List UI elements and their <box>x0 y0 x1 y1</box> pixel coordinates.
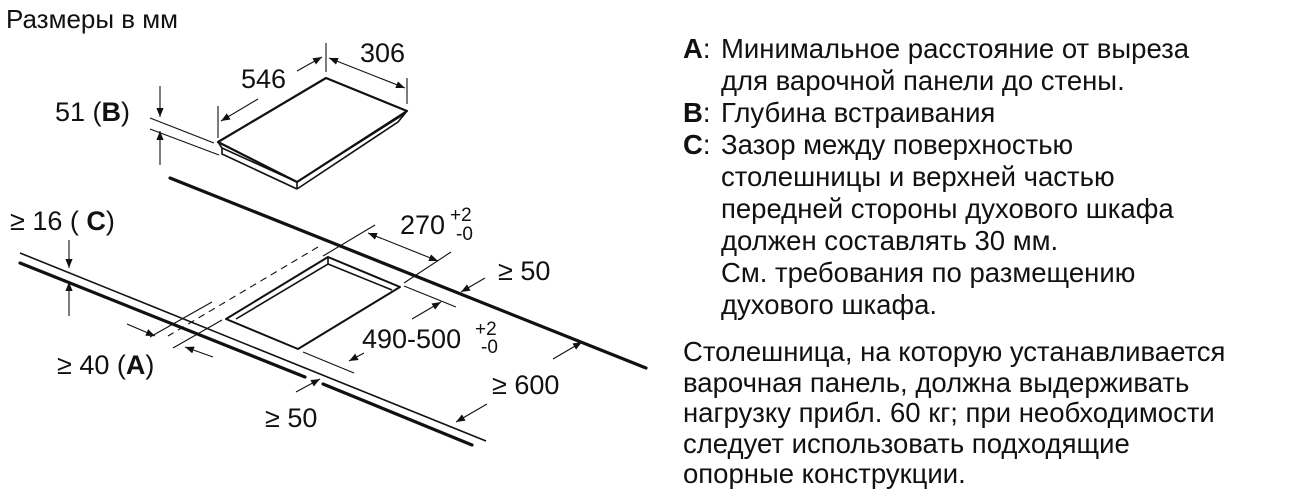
hob-depth-label: 546 <box>241 64 287 94</box>
legend-key-b: B: <box>683 97 711 128</box>
legend-item-b: B: Глубина встраивания <box>683 97 1308 129</box>
cutout-width-tol-plus: +2 <box>450 205 472 226</box>
legend-line: Зазор между поверхностью <box>721 129 1074 160</box>
note-line: опорные конструкции. <box>683 458 966 489</box>
load-note: Столешница, на которую устанавливается в… <box>683 336 1226 490</box>
back-clearance-label: ≥ 50 <box>498 256 551 286</box>
note-line: варочная панель, должна выдерживать <box>683 366 1190 398</box>
note-line: Столешница, на которую устанавливается <box>683 336 1226 367</box>
hob-height-label: 51 (B) <box>55 97 131 127</box>
page-title: Размеры в мм <box>6 4 179 34</box>
legend-line: Минимальное расстояние от выреза <box>721 33 1190 64</box>
cutout-depth-tol-plus: +2 <box>475 319 497 340</box>
note-line: нагрузку прибл. 60 кг; при необходимости <box>683 397 1215 428</box>
cutout-depth-tol-minus: -0 <box>481 337 498 358</box>
hob-drawing <box>216 76 409 190</box>
note-line: следует использовать подходящие <box>683 427 1130 459</box>
hob-dimensions <box>149 43 408 165</box>
cutout-depth-label: 490-500 <box>362 324 461 354</box>
worktop-depth-label: ≥ 600 <box>492 370 560 400</box>
installation-diagram <box>18 43 648 447</box>
legend-line: передней стороны духового шкафа <box>721 193 1174 224</box>
cutout-dimensions <box>295 224 583 423</box>
gap-c-value: ≥ 16 <box>10 206 63 236</box>
cutout-width-tol-minus: -0 <box>456 224 473 245</box>
legend: A: Минимальное расстояние от выреза для … <box>683 33 1308 321</box>
legend-key-a: A: <box>683 33 711 64</box>
legend-line: для варочной панели до стены. <box>721 65 1125 96</box>
side-clearance-label: ≥ 50 <box>265 403 318 433</box>
legend-line: духового шкафа. <box>721 289 938 320</box>
hob-width-label: 306 <box>360 38 406 68</box>
legend-line: См. требования по размещению <box>721 257 1136 288</box>
cutout-width-value: 270 <box>400 210 446 240</box>
front-a-label: ≥ 40 (A) <box>57 350 155 380</box>
gap-c-label: ≥ 16 ( C) <box>10 206 115 236</box>
legend-key-c: C: <box>683 129 711 160</box>
legend-item-a: A: Минимальное расстояние от выреза для … <box>683 33 1308 97</box>
legend-line: столешницы и верхней частью <box>721 161 1115 192</box>
front-a-value: ≥ 40 <box>57 350 110 380</box>
hob-height-value: 51 <box>55 97 86 127</box>
front-dimensions <box>65 240 223 358</box>
hob-height-key: B <box>101 97 122 127</box>
cutout-width-label: 270 <box>400 210 445 240</box>
legend-line: Глубина встраивания <box>721 97 996 128</box>
front-a-key: A <box>125 350 146 380</box>
legend-line: должен составлять 30 мм. <box>721 225 1059 256</box>
cutout-depth-value: 490-500 <box>362 324 462 354</box>
gap-c-key: C <box>86 206 106 236</box>
legend-item-c: C: Зазор между поверхностью столешницы и… <box>683 129 1308 321</box>
